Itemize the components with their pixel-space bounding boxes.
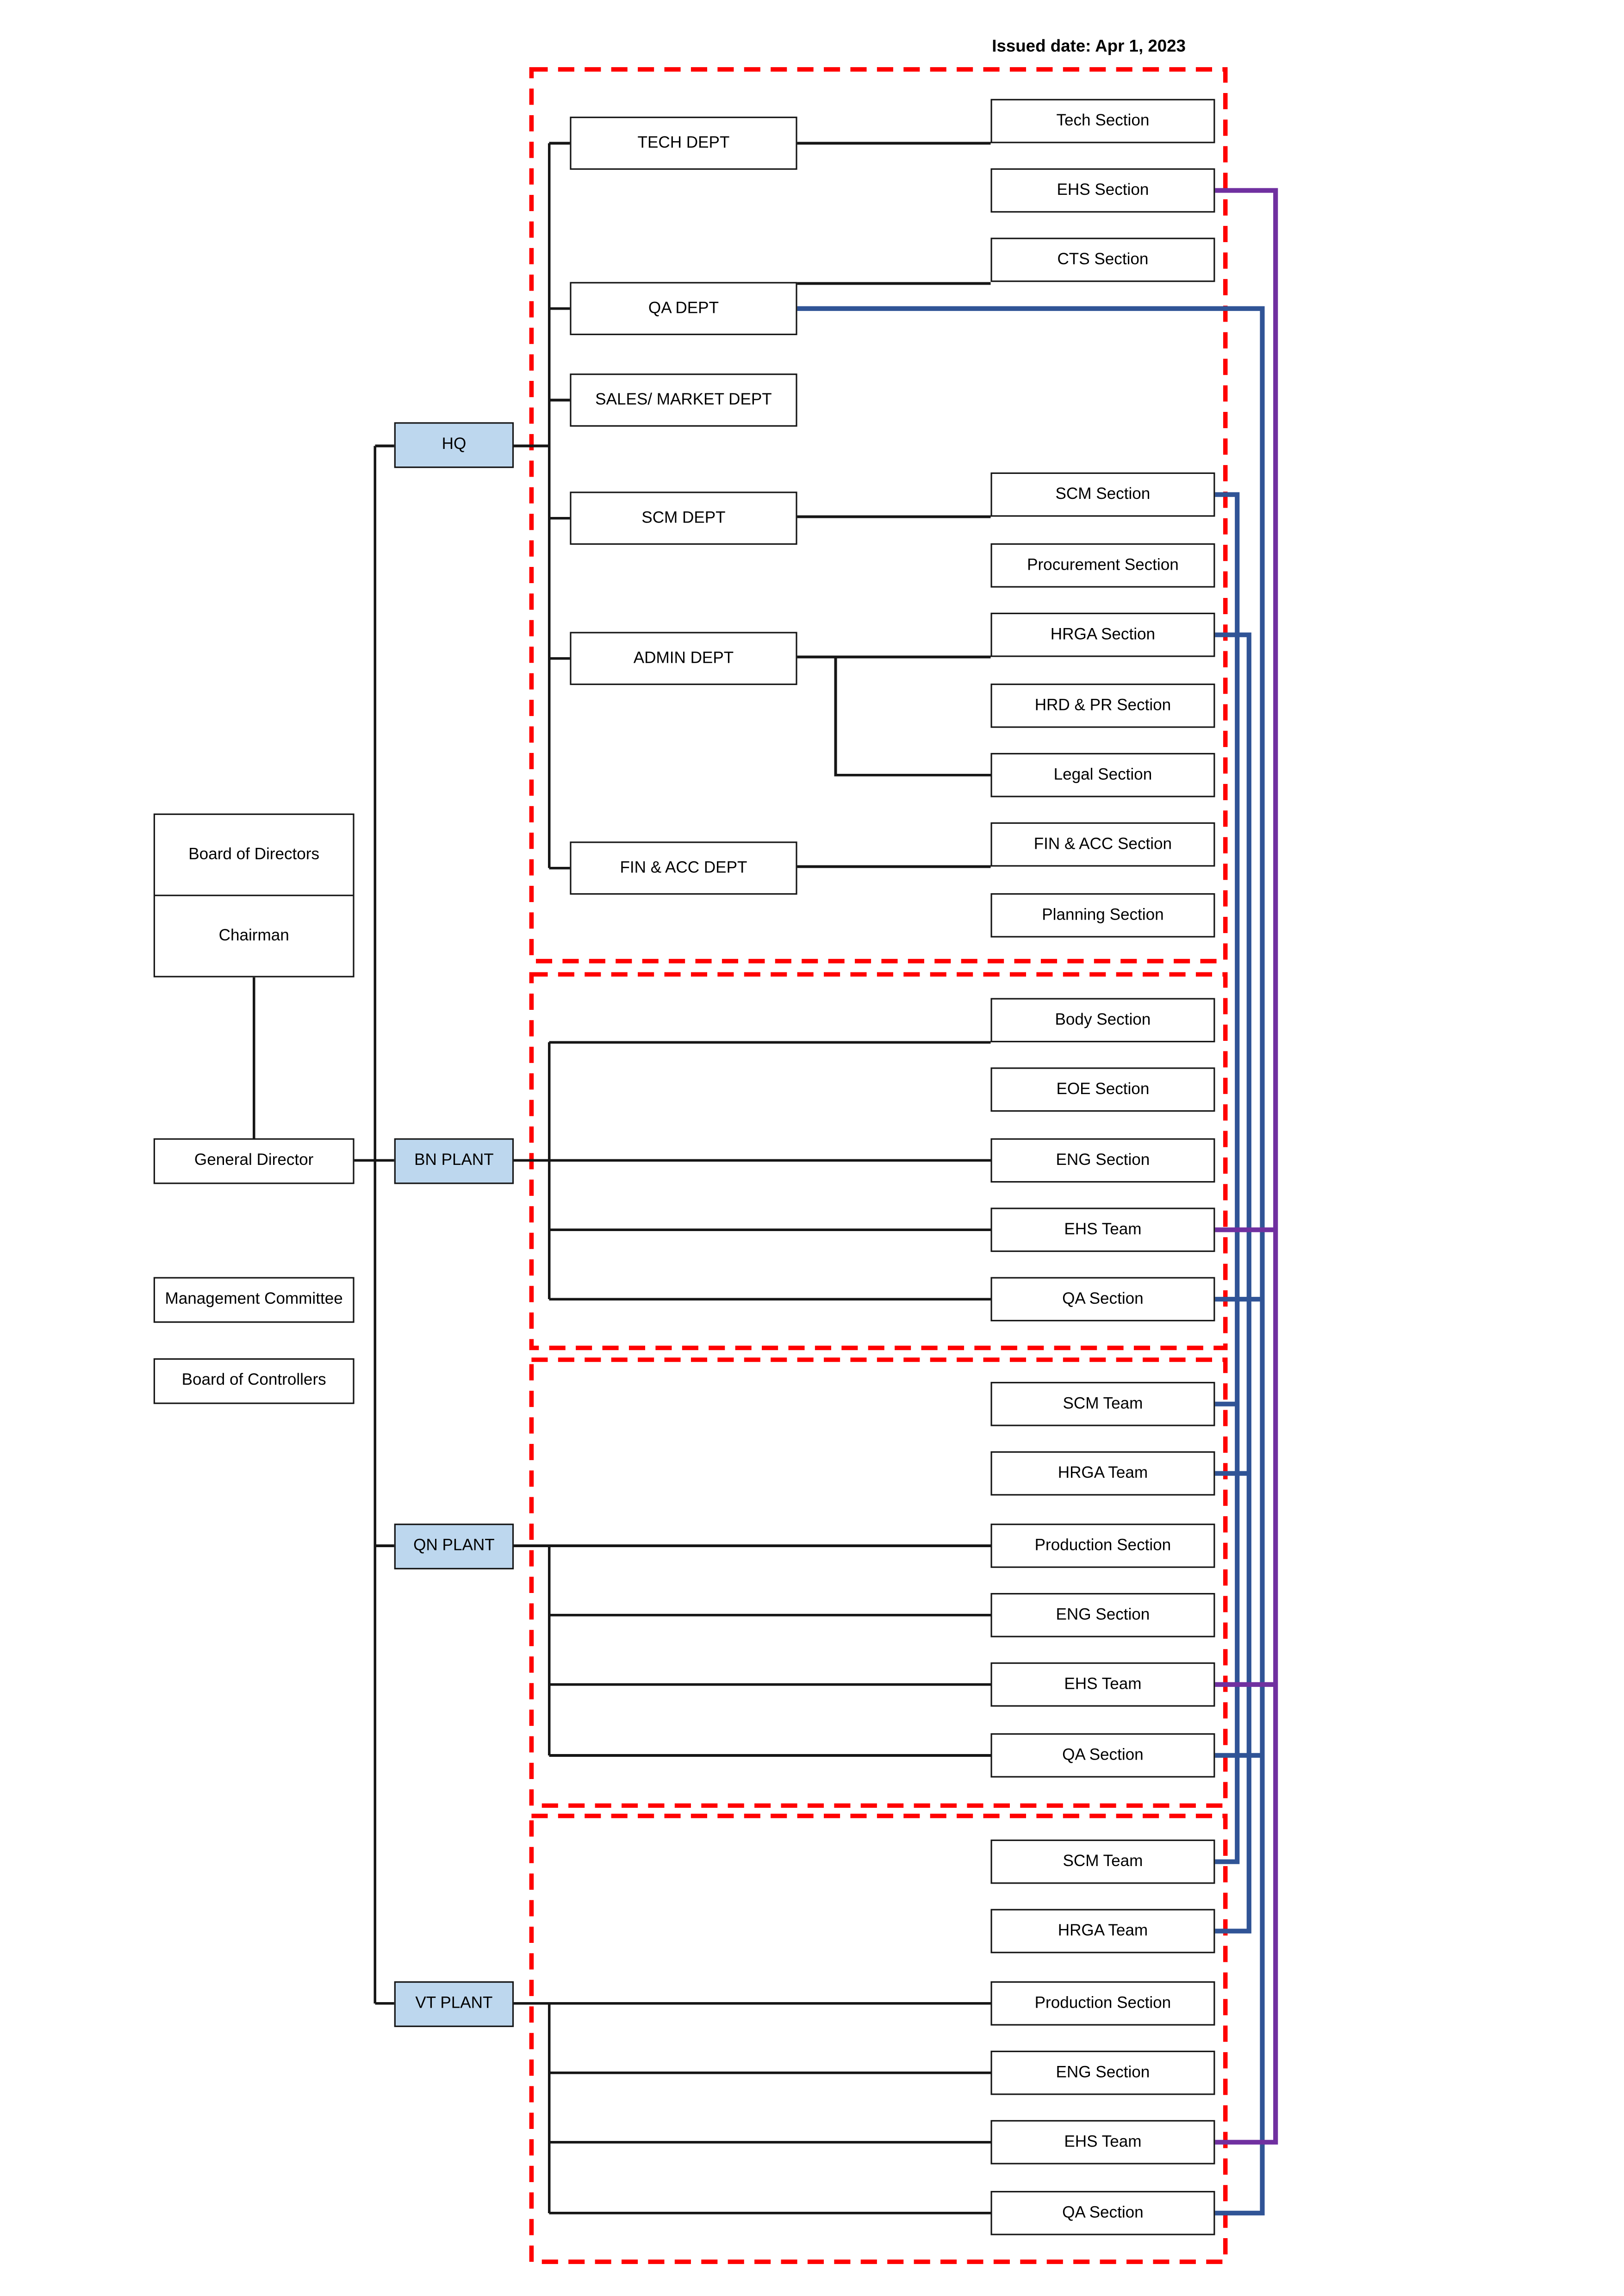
unit-box-vt-plant: VT PLANT (394, 1981, 514, 2027)
section-box-hrd-pr: HRD & PR Section (990, 683, 1215, 728)
section-box-ehs: EHS Section (990, 168, 1215, 213)
qn-section-box-production: Production Section (990, 1524, 1215, 1568)
general-director-box: General Director (153, 1138, 355, 1184)
dept-box-tech: TECH DEPT (570, 117, 797, 170)
qn-section-box-eng: ENG Section (990, 1593, 1215, 1637)
qn-section-box-qa: QA Section (990, 1733, 1215, 1778)
bn-section-box-body: Body Section (990, 998, 1215, 1043)
qn-section-box-ehs-team: EHS Team (990, 1662, 1215, 1707)
section-box-planning: Planning Section (990, 893, 1215, 938)
vt-section-box-hrga-team: HRGA Team (990, 1909, 1215, 1954)
section-box-tech: Tech Section (990, 99, 1215, 143)
scm-functional-line (1215, 492, 1240, 1864)
bn-section-box-qa: QA Section (990, 1277, 1215, 1322)
dept-box-scm: SCM DEPT (570, 492, 797, 545)
qn-section-box-hrga-team: HRGA Team (990, 1451, 1215, 1496)
bn-section-box-eng: ENG Section (990, 1138, 1215, 1183)
section-box-scm: SCM Section (990, 472, 1215, 517)
hrga-functional-line (1215, 632, 1251, 1934)
unit-box-qn-plant: QN PLANT (394, 1524, 514, 1569)
unit-box-hq: HQ (394, 422, 514, 468)
board-of-directors-label: Board of Directors (155, 815, 353, 896)
qa-functional-line (797, 306, 1265, 2215)
bn-section-box-eoe: EOE Section (990, 1067, 1215, 1112)
bn-section-box-ehs-team: EHS Team (990, 1207, 1215, 1252)
issued-date-label: Issued date: Apr 1, 2023 (992, 38, 1186, 56)
dept-box-sales-market: SALES/ MARKET DEPT (570, 373, 797, 427)
section-box-cts: CTS Section (990, 237, 1215, 282)
section-box-procurement: Procurement Section (990, 543, 1215, 588)
section-box-hrga: HRGA Section (990, 612, 1215, 657)
hierarchy-lines (252, 142, 991, 2215)
vt-section-box-production: Production Section (990, 1981, 1215, 2026)
dept-box-fin-acc: FIN & ACC DEPT (570, 841, 797, 895)
qn-section-box-scm-team: SCM Team (990, 1381, 1215, 1426)
unit-box-bn-plant: BN PLANT (394, 1138, 514, 1184)
vt-section-box-eng: ENG Section (990, 2050, 1215, 2095)
dept-box-admin: ADMIN DEPT (570, 632, 797, 685)
section-box-fin-acc: FIN & ACC Section (990, 822, 1215, 867)
board-chairman-box: Board of Directors Chairman (153, 813, 355, 977)
ehs-functional-line (1215, 188, 1278, 2145)
vt-section-box-scm-team: SCM Team (990, 1839, 1215, 1884)
vt-section-box-qa: QA Section (990, 2190, 1215, 2235)
section-box-legal: Legal Section (990, 753, 1215, 797)
chairman-label: Chairman (218, 927, 289, 945)
vt-section-box-ehs-team: EHS Team (990, 2120, 1215, 2165)
board-of-controllers-box: Board of Controllers (153, 1358, 355, 1404)
management-committee-box: Management Committee (153, 1277, 355, 1323)
dept-box-qa: QA DEPT (570, 282, 797, 336)
